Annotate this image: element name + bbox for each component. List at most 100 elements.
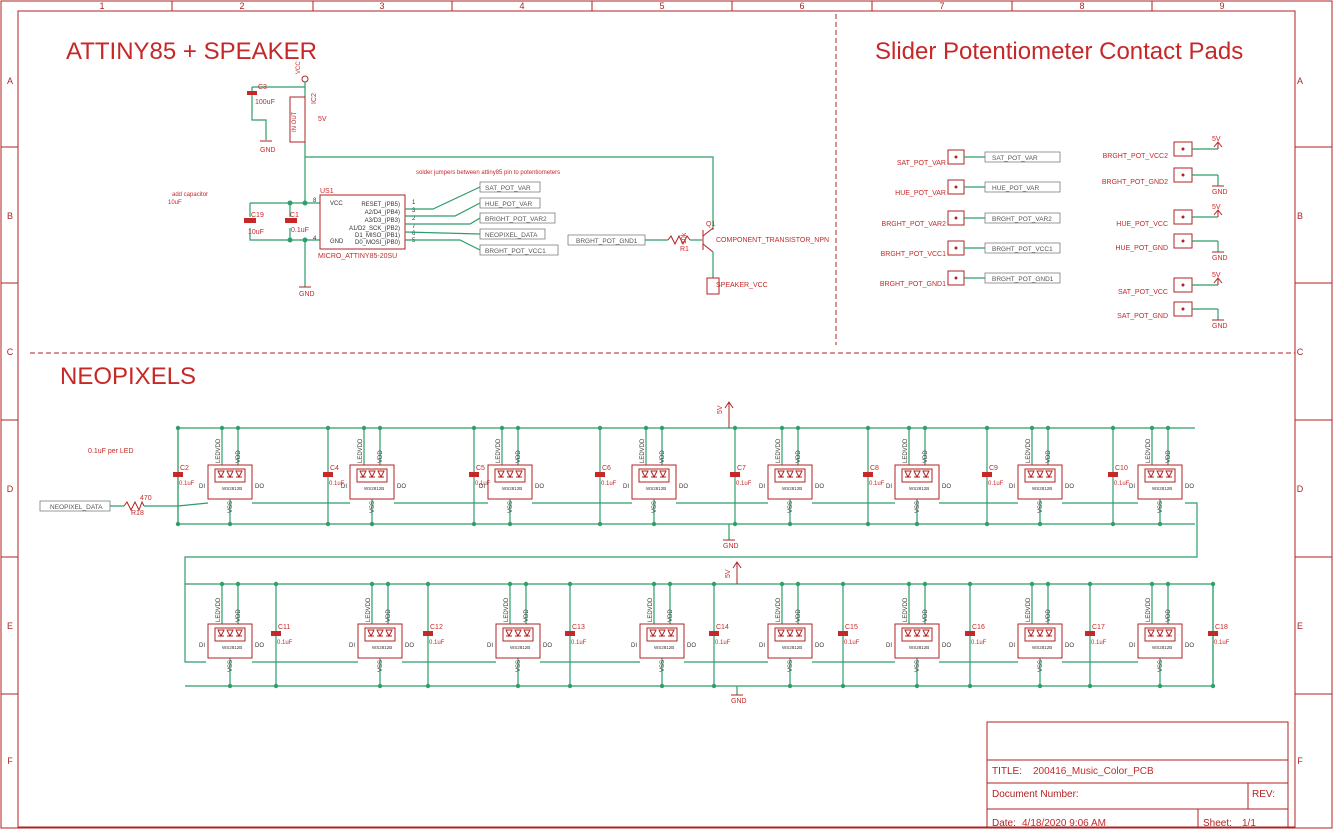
gnd-label: GND — [1212, 189, 1228, 196]
pin-vdd: VDD — [1166, 450, 1172, 463]
cap-value: 0.1uF — [329, 481, 345, 487]
pin-ledvdd: LEDVDD — [1146, 597, 1152, 622]
row-label: B — [1297, 211, 1303, 221]
led-part: WS2812B — [782, 645, 802, 650]
capacitor-c1 — [285, 218, 297, 223]
pin-di: DI — [886, 484, 892, 490]
led-body — [894, 623, 940, 659]
pin-ledvdd: LEDVDD — [640, 438, 646, 463]
column-markers: 1 2 3 4 5 6 7 8 9 — [99, 1, 1225, 11]
pin-vss: VSS — [652, 501, 658, 513]
pin-ledvdd: LEDVDD — [1026, 597, 1032, 622]
cap-value: 0.1uF — [988, 481, 1004, 487]
led-part: WS2812B — [222, 486, 242, 491]
cap-value: 0.1uF — [715, 640, 731, 646]
resistor-r1 — [667, 234, 691, 246]
capacitor-c19 — [244, 218, 256, 223]
speaker-label: SPEAKER_VCC — [716, 282, 768, 289]
cap-value: 0.1uF — [1214, 640, 1230, 646]
us1-net-labels: SAT_POT_VAR HUE_POT_VAR BRIGHT_POT_VAR2 … — [479, 181, 559, 256]
net-label — [984, 272, 1061, 284]
pin-do: DO — [1065, 484, 1074, 490]
r1-value: 10k — [681, 232, 688, 244]
col-label: 4 — [519, 1, 524, 11]
pad-ref-label: BRGHT_POT_VAR2 — [882, 221, 947, 228]
pin-ledvdd: LEDVDD — [776, 438, 782, 463]
led-body — [357, 623, 403, 659]
cap-name: C15 — [845, 624, 858, 631]
us1-pin-right: A1/D2_SCK_(PB2) — [349, 226, 400, 232]
col-label: 2 — [239, 1, 244, 11]
cap-value: 0.1uF — [601, 481, 617, 487]
us1-pin-num: 7 — [412, 224, 416, 230]
cap-value: 0.1uF — [1091, 640, 1107, 646]
led-part: WS2812B — [1152, 486, 1172, 491]
us1-pin-num: 3 — [412, 208, 416, 214]
pin-di: DI — [759, 643, 765, 649]
c1-value: 0.1uF — [291, 227, 309, 234]
pin-vss: VSS — [1038, 501, 1044, 513]
led-body — [1017, 464, 1063, 500]
pin-vdd: VDD — [660, 450, 666, 463]
c3-value: 100uF — [255, 99, 275, 106]
net-label-text: SAT_POT_VAR — [992, 155, 1038, 162]
pin-di: DI — [341, 484, 347, 490]
q1-name: Q1 — [706, 221, 715, 228]
us1-pin-num: 8 — [313, 198, 317, 204]
pin-do: DO — [815, 484, 824, 490]
net-label-text: BRGHT_POT_GND1 — [992, 276, 1054, 283]
date-label: Date: — [992, 818, 1016, 829]
net-label — [984, 181, 1061, 193]
cap-name: C17 — [1092, 624, 1105, 631]
vcc-label: VCC — [296, 61, 302, 74]
led-part: WS2812B — [1032, 486, 1052, 491]
led-body — [1137, 464, 1183, 500]
row-label: D — [7, 484, 14, 494]
pin-vss: VSS — [788, 660, 794, 672]
pin-di: DI — [349, 643, 355, 649]
pin-ledvdd: LEDVDD — [216, 597, 222, 622]
capacitor-c6 — [595, 472, 605, 477]
capacitor-c17 — [1085, 631, 1095, 636]
pin-vdd: VDD — [923, 450, 929, 463]
pad-ref-label: SAT_POT_VAR — [897, 160, 946, 167]
pin-vss: VSS — [1158, 501, 1164, 513]
led-part: WS2812B — [510, 645, 530, 650]
us1-pin-vcc: VCC — [330, 201, 343, 207]
q1-part: COMPONENT_TRANSISTOR_NPN — [716, 237, 829, 244]
v5-label: 5V — [725, 569, 732, 578]
pad-ref-label: SAT_POT_VCC — [1118, 289, 1168, 296]
pad-ref-label: HUE_POT_VAR — [895, 190, 946, 197]
capacitor-c3 — [247, 91, 257, 95]
cap-value: 0.1uF — [1114, 481, 1130, 487]
pad-ref-label: BRGHT_POT_GND1 — [880, 281, 946, 288]
led-body — [631, 464, 677, 500]
led-part: WS2812B — [364, 486, 384, 491]
sheet-label: Sheet: — [1203, 818, 1232, 829]
gnd-label: GND — [731, 698, 747, 705]
led-body — [207, 623, 253, 659]
resistor-r18 — [123, 500, 145, 512]
attiny-circuit: VCC C3 100uF GND IN OUT IC2 5V add capac… — [168, 61, 829, 298]
net-label-text: BRGHT_POT_VAR2 — [992, 216, 1052, 223]
pin-vdd: VDD — [923, 609, 929, 622]
pin-do: DO — [942, 643, 951, 649]
pin-vdd: VDD — [668, 609, 674, 622]
section-title-neopixels: NEOPIXELS — [60, 363, 196, 390]
pin-do: DO — [405, 643, 414, 649]
pad-ref-label: BRGHT_POT_VCC2 — [1103, 153, 1168, 160]
regulator-ic2 — [289, 96, 306, 143]
capacitor-c10 — [1108, 472, 1118, 477]
v5-label: 5V — [1212, 204, 1221, 211]
pin-vdd: VDD — [1046, 450, 1052, 463]
row-label: E — [7, 621, 13, 631]
